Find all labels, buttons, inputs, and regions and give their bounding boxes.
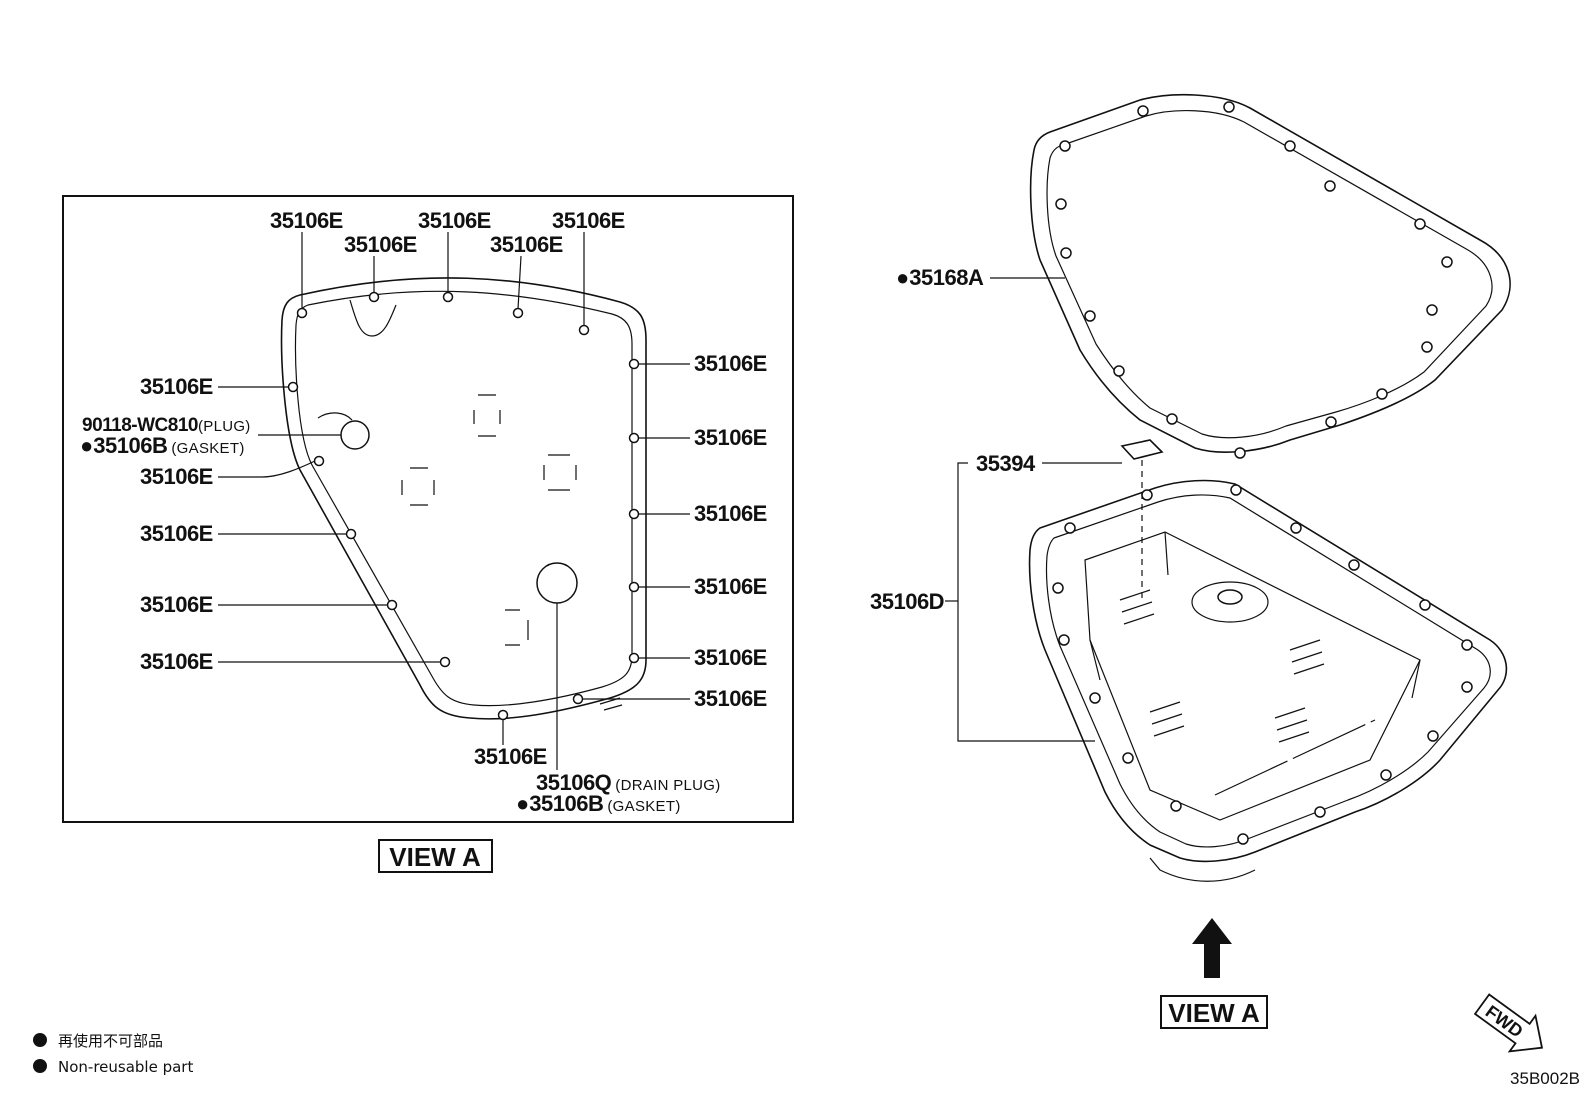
- view-a-label-box-right: [1160, 995, 1268, 1029]
- bolt-callout-top-1: 35106E: [270, 208, 343, 233]
- plug-gasket-callout: ●35106B(GASKET): [80, 433, 245, 458]
- fwd-indicator: FWD: [1473, 993, 1544, 1053]
- pan-flange-outer: [1028, 479, 1508, 863]
- magnet-shape: [1120, 439, 1164, 460]
- legend-text-en: Non-reusable part: [58, 1058, 193, 1076]
- pan-bosses: [401, 394, 623, 711]
- bolt-callout-bottom: 35106E: [474, 744, 547, 769]
- bolt-callout-left-1: 35106E: [140, 374, 213, 399]
- pan-callout: 35106D: [870, 589, 944, 614]
- bolt-holes: [287, 291, 640, 721]
- leader-lines: [218, 232, 690, 770]
- drain-plug-callout: 35106Q(DRAIN PLUG): [536, 770, 721, 795]
- pan-walls: [1089, 531, 1421, 699]
- plug-boss-edge: [317, 412, 353, 421]
- gasket-outline-outer: [1029, 94, 1511, 453]
- up-arrow-icon: [1192, 918, 1232, 978]
- magnet-callout: 35394: [976, 451, 1036, 476]
- fwd-arrow-icon: [1473, 993, 1544, 1053]
- legend: 再使用不可部品 Non-reusable part: [33, 1032, 193, 1076]
- pan-floor: [1084, 531, 1421, 821]
- legend-bullet-1: [33, 1033, 47, 1047]
- view-a-frame: [62, 195, 794, 823]
- plug-callout: 90118-WC810(PLUG): [82, 415, 251, 436]
- drain-boss-3d: [1191, 581, 1269, 623]
- view-a-panel: 35106E 35106E 35106E 35106E 35106E 35106…: [62, 195, 794, 873]
- bolt-callout-right-3: 35106E: [694, 501, 767, 526]
- bolt-callout-right-1: 35106E: [694, 351, 767, 376]
- view-a-label-box: [378, 839, 493, 873]
- pan-ribs: [1119, 589, 1376, 796]
- plug-hole: [340, 420, 370, 450]
- view-a-label-right: VIEW A: [1168, 998, 1260, 1028]
- bolt-callout-right-2: 35106E: [694, 425, 767, 450]
- bolt-callout-right-5: 35106E: [694, 645, 767, 670]
- bolt-callout-top-4: 35106E: [490, 232, 563, 257]
- pan-bolt-holes: [1052, 484, 1473, 845]
- pan-flange-inner: [1045, 494, 1491, 848]
- bolt-callout-top-5: 35106E: [552, 208, 625, 233]
- view-a-label: VIEW A: [389, 842, 481, 872]
- gasket-outline-inner: [1046, 110, 1493, 439]
- bolt-callout-left-4: 35106E: [140, 592, 213, 617]
- legend-bullet-2: [33, 1059, 47, 1073]
- bolt-callout-top-2: 35106E: [344, 232, 417, 257]
- bolt-callout-right-4: 35106E: [694, 574, 767, 599]
- pan-outline-outer: [280, 277, 647, 720]
- drain-hole-3d: [1217, 589, 1243, 605]
- legend-text-jp: 再使用不可部品: [58, 1032, 163, 1050]
- pan-notch: [349, 299, 397, 337]
- exploded-view: ●35168A 35394 35106D VIEW A: [870, 94, 1511, 1029]
- pan-bottom-edge: [1149, 857, 1256, 882]
- bolt-callout-left-3: 35106E: [140, 521, 213, 546]
- pan-outline-inner: [294, 290, 633, 707]
- figure-ref: 35B002B: [1510, 1069, 1580, 1088]
- bolt-callout-left-2: 35106E: [140, 464, 213, 489]
- drain-boss: [536, 562, 578, 604]
- magnet-pan-bracket: [957, 462, 1095, 742]
- gasket-holes: [1055, 101, 1453, 459]
- drain-gasket-callout: ●35106B(GASKET): [516, 791, 681, 816]
- bolt-callout-left-5: 35106E: [140, 649, 213, 674]
- gasket-callout: ●35168A: [896, 265, 984, 290]
- bolt-callout-top-3: 35106E: [418, 208, 491, 233]
- bolt-callout-right-6: 35106E: [694, 686, 767, 711]
